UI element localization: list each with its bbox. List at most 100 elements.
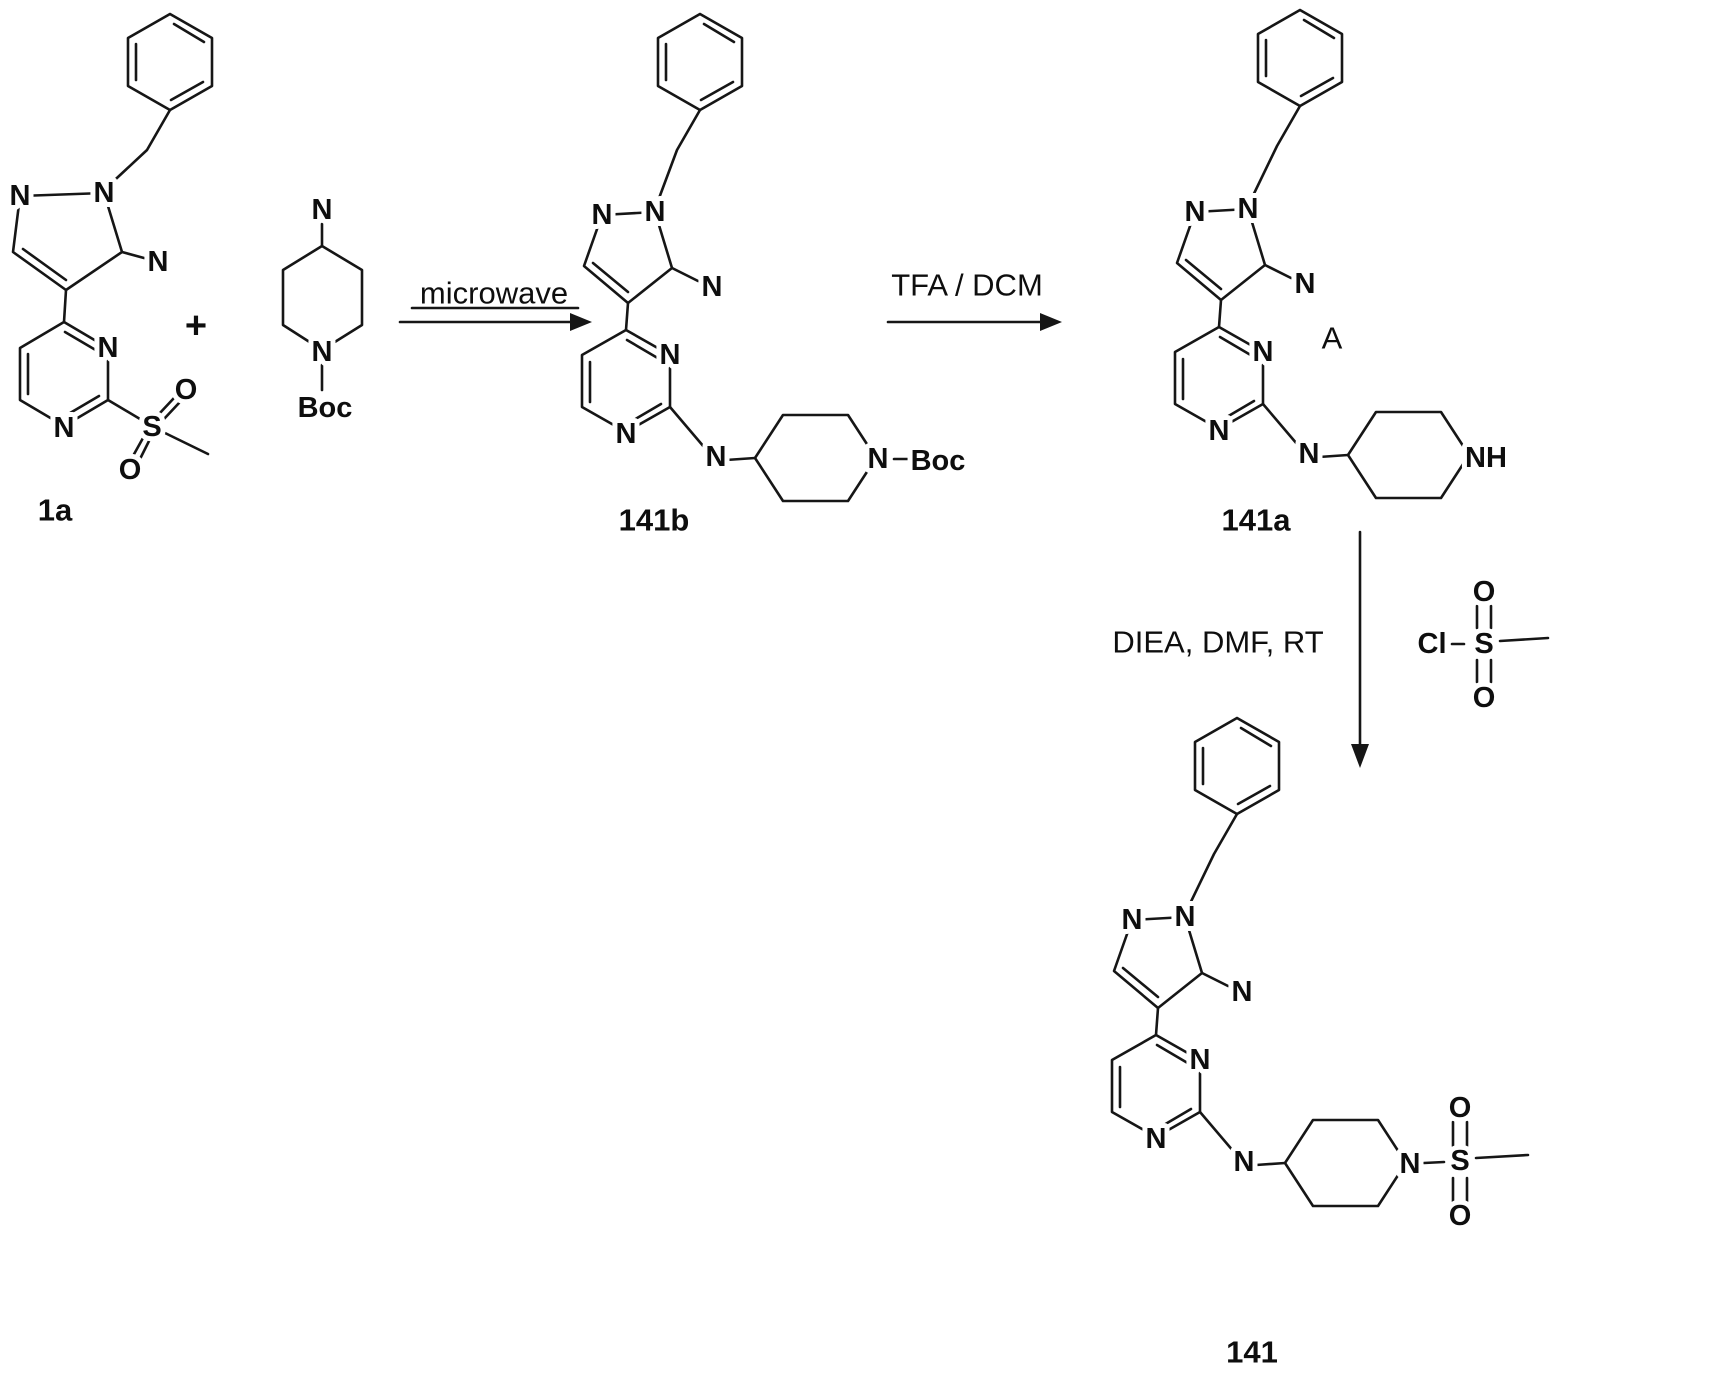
pyrazole-ring (582, 210, 674, 305)
nh-linker-label: N (1299, 438, 1320, 470)
compound-label-141b: 141b (619, 503, 690, 538)
boc-label: Boc (298, 392, 353, 424)
ring-n-label: N (312, 336, 333, 368)
pyrazole-n1-label: N (1175, 901, 1196, 933)
benzene-ring (1256, 8, 1344, 108)
condition-step1: microwave (420, 276, 568, 311)
amine-n-label: N (312, 194, 333, 226)
benzene-ring (656, 12, 744, 112)
nh-linker-bond (1198, 1110, 1236, 1154)
piperidine-n-label: N (868, 443, 889, 475)
amine-n-label: N (702, 271, 723, 303)
arrow-head (1351, 744, 1369, 768)
plus-sign: + (185, 305, 207, 347)
compound-label-141a: 141a (1222, 503, 1292, 538)
piperidine-ring (1346, 410, 1471, 500)
ring-link-bond (1217, 298, 1223, 329)
amine-bond (1200, 971, 1230, 988)
pyrimidine-n1-label: N (1209, 415, 1230, 447)
benzene-ring (126, 12, 214, 112)
nh-linker-label: N (1234, 1146, 1255, 1178)
reaction-arrow-2: TFA / DCM (886, 268, 1062, 331)
sulfur-label: S (142, 411, 161, 443)
pyrimidine-n1-label: N (1146, 1123, 1167, 1155)
nh-linker-label: N (706, 441, 727, 473)
benzene-ring (1193, 716, 1281, 816)
benzyl-linker-bond (102, 108, 172, 192)
ring-link-bond (1154, 1006, 1160, 1037)
pyrazole-ring (1175, 207, 1267, 302)
amine-n-label: N (1295, 268, 1316, 300)
benzyl-linker-bond (1246, 104, 1302, 208)
sulfur-label: S (1450, 1145, 1469, 1177)
boc-label: Boc (911, 445, 966, 477)
amine-n-label: N (148, 246, 169, 278)
oxygen-bottom-label: O (1449, 1200, 1472, 1232)
benzyl-linker-bond (653, 108, 702, 211)
s-o-double-bonds (1451, 1120, 1469, 1204)
methylsulfonyl-bonds (106, 396, 210, 461)
piperidine-ring (281, 244, 364, 352)
s-methyl-bond (1498, 636, 1550, 643)
reaction-arrow-3: DIEA, DMF, RT (1112, 530, 1369, 768)
pyrimidine-ring (18, 320, 110, 428)
bond-lines (1110, 716, 1530, 1208)
n-to-ring-bond (1254, 1161, 1287, 1167)
piperidine-ring (753, 413, 878, 503)
oxygen-bottom-label: O (1473, 682, 1496, 714)
oxygen-top-label: O (1449, 1092, 1472, 1124)
n-to-ring-bond (1317, 453, 1350, 459)
condition-step2: TFA / DCM (891, 268, 1043, 303)
oxygen-top-label: O (1473, 576, 1496, 608)
reaction-arrow-1: microwave (398, 276, 592, 331)
piperidine-n-label: N (1400, 1148, 1421, 1180)
amine-bond (120, 250, 146, 260)
arrow-head (570, 313, 592, 331)
pyrimidine-ring (580, 328, 672, 434)
reagent-mesyl-chloride: Cl S O O (1413, 571, 1550, 719)
pyrimidine-n3-label: N (1190, 1044, 1211, 1076)
pyrazole-ring (11, 191, 124, 292)
amine-bond (1263, 263, 1293, 280)
sulfur-label: S (1474, 628, 1493, 660)
piperidine-ring (1283, 1118, 1408, 1208)
ring-link-bond (62, 288, 68, 324)
ring-link-bond (624, 301, 630, 332)
bond-lines (1173, 8, 1471, 500)
compound-1a: N N N N N S O O 1a (5, 12, 214, 528)
amine-n-label: N (1232, 976, 1253, 1008)
condition-step3: DIEA, DMF, RT (1112, 625, 1323, 660)
oxygen-top-label: O (175, 374, 198, 406)
pyrazole-n2-label: N (1122, 904, 1143, 936)
n-to-ring-bond (724, 456, 757, 462)
oxygen-bottom-label: O (119, 454, 142, 486)
pyrimidine-n3-label: N (660, 339, 681, 371)
pyrazole-n1-label: N (645, 196, 666, 228)
piperidine-nh-label: NH (1465, 442, 1507, 474)
pyrimidine-n1-label: N (54, 412, 75, 444)
compound-141b: N N N N N N N Boc 141b (580, 12, 970, 538)
pyrimidine-ring (1173, 325, 1265, 431)
compound-label-141: 141 (1226, 1335, 1278, 1370)
arrow-head (1040, 313, 1062, 331)
amine-bond (670, 266, 700, 283)
nh-linker-bond (668, 405, 706, 449)
s-o-double-bonds (1475, 604, 1493, 684)
bond-lines (1450, 604, 1550, 684)
intermediate-tag: A (1322, 321, 1343, 356)
pyrazole-ring (1112, 915, 1204, 1010)
pyrazole-n1-label: N (1238, 193, 1259, 225)
pyrazole-n2-label: N (1185, 196, 1206, 228)
s-methyl-bond (1474, 1153, 1530, 1160)
bond-lines (580, 12, 910, 503)
bond-lines (11, 12, 214, 461)
pyrimidine-n3-label: N (1253, 336, 1274, 368)
benzyl-linker-bond (1183, 812, 1239, 916)
compound-141: N N N N N N N S O O 141 (1110, 716, 1530, 1370)
pyrazole-n1-label: N (94, 177, 115, 209)
compound-label-1a: 1a (38, 493, 73, 528)
bond-lines (281, 222, 364, 392)
chlorine-label: Cl (1418, 628, 1447, 660)
